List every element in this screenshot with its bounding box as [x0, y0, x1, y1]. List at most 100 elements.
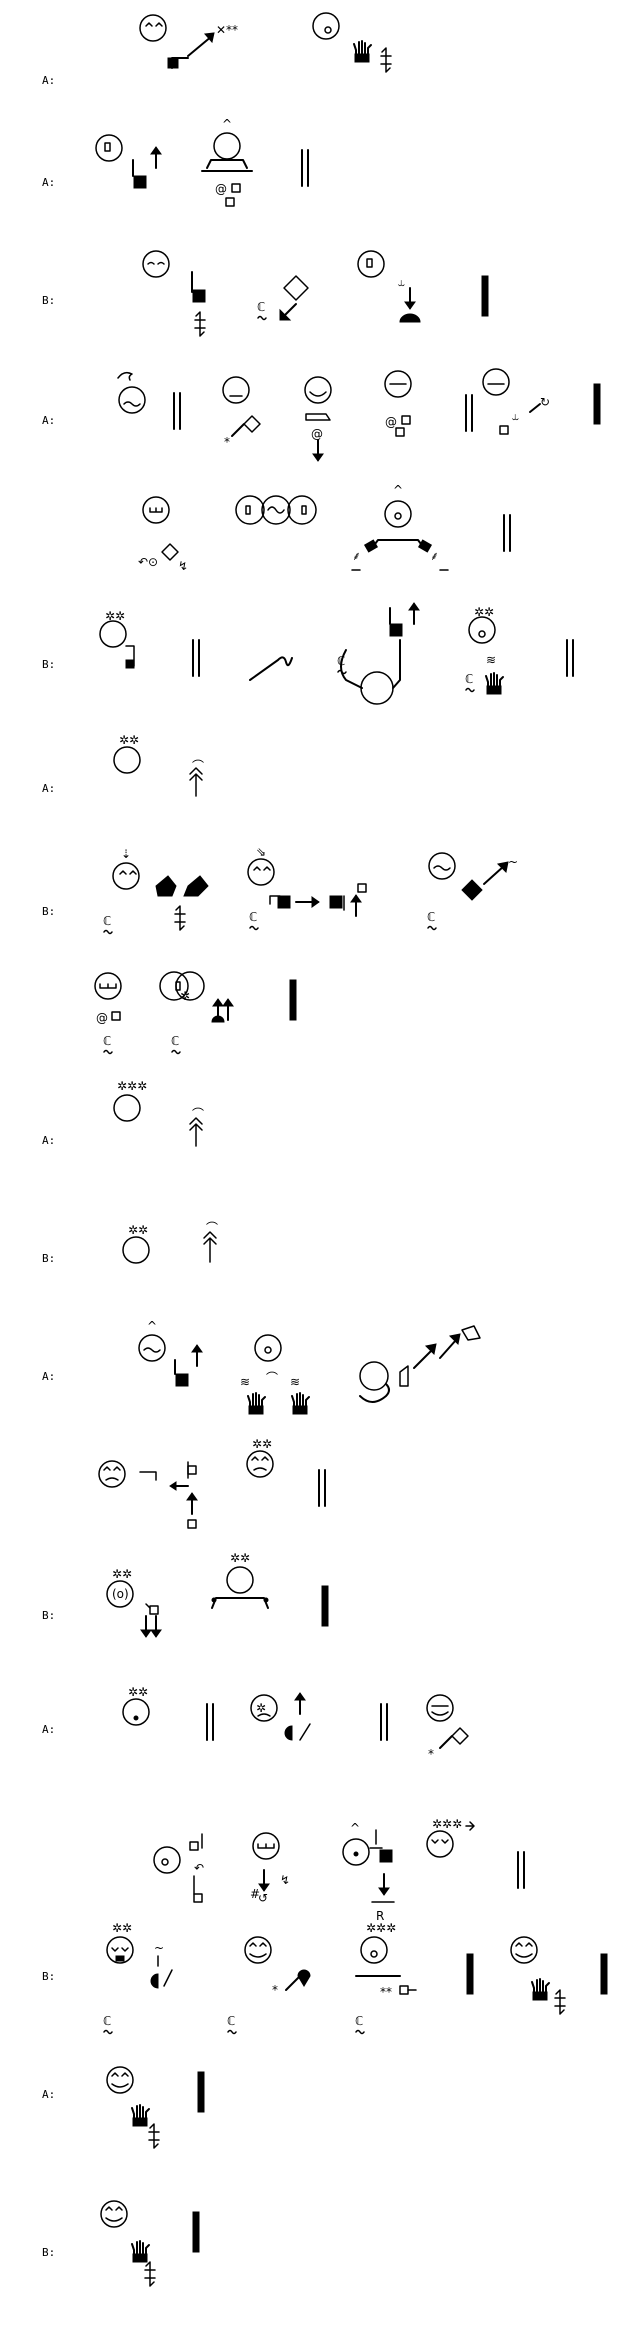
head-icon — [244, 1936, 272, 1964]
square-marker-icon — [167, 57, 179, 69]
head-icon — [113, 746, 141, 774]
speaker-label: B: — [42, 1970, 56, 1983]
sign-row-12: ^ ≋ ≋ ⌒ — [138, 1319, 481, 1415]
head-icon — [213, 132, 241, 160]
hand-icon — [150, 1973, 159, 1989]
hand-icon — [461, 879, 483, 901]
head-icon — [510, 1936, 538, 1964]
speaker-label: B: — [42, 1252, 56, 1265]
sentence-bar-icon — [481, 275, 489, 317]
movement-arrow-icon — [144, 2261, 156, 2287]
sentence-bar-icon — [465, 394, 473, 432]
hand-icon — [131, 2240, 150, 2263]
contact-mark-icon: * — [272, 1983, 278, 1997]
contact-mark-icon: ≋ — [486, 653, 496, 667]
sentence-bar-icon — [192, 2211, 200, 2253]
sign-row-3: ⥿ — [142, 250, 489, 337]
movement-arrow-icon — [295, 896, 320, 908]
contact-mark-icon: ⇣ — [121, 847, 131, 861]
square-marker-icon — [329, 895, 343, 909]
movement-arrow-icon — [174, 905, 186, 931]
speaker-label: A: — [42, 74, 56, 87]
hand-icon — [399, 313, 421, 323]
sentence-bar-icon — [593, 383, 601, 425]
head-icon — [122, 1236, 150, 1264]
square-marker-icon — [149, 1605, 159, 1615]
contact-mark-icon — [354, 2013, 365, 2035]
sign-row-14: ✲✲ (o) ✲✲ — [106, 1551, 329, 1638]
contact-mark-icon: ✲✲ — [474, 605, 494, 619]
hand-icon — [243, 415, 261, 433]
contact-mark-icon: ✲ — [256, 1701, 266, 1715]
contact-mark-icon: ↻ — [540, 395, 550, 409]
square-marker-icon — [187, 1465, 197, 1475]
speaker-label: B: — [42, 2246, 56, 2259]
sentence-bar-icon — [192, 639, 200, 677]
sign-row-4: * @ @ ⥿ ↻ — [117, 368, 601, 462]
contact-mark-icon: ⌒ — [266, 1371, 278, 1385]
square-marker-icon — [499, 425, 509, 435]
square-marker-icon — [277, 895, 291, 909]
sentence-bar-icon — [566, 639, 574, 677]
contact-mark-icon: # — [250, 1887, 260, 1901]
movement-arrow-icon: ↯ — [178, 559, 188, 573]
movement-arrow-icon — [189, 1117, 203, 1147]
head-icon — [261, 495, 291, 525]
head-icon — [142, 250, 170, 278]
contact-mark-icon: ~ — [508, 855, 518, 869]
movement-arrow-icon — [148, 2123, 160, 2149]
head-icon — [384, 500, 412, 528]
contact-mark-icon: ⥿ — [397, 275, 405, 289]
speaker-label: A: — [42, 176, 56, 189]
movement-arrow-icon — [187, 35, 213, 57]
head-icon — [360, 1936, 388, 1964]
contact-mark-icon — [102, 913, 113, 935]
contact-mark-icon: ** — [380, 1985, 392, 1999]
head-icon — [428, 852, 456, 880]
arrowhead-icon — [203, 32, 215, 44]
head-icon — [468, 616, 496, 644]
sentence-bar-icon — [466, 1953, 474, 1995]
movement-arrow-icon — [404, 287, 416, 310]
sentence-bar-icon — [503, 514, 511, 552]
hand-icon — [161, 543, 179, 561]
movement-arrow-icon — [294, 1692, 306, 1715]
contact-mark-icon — [226, 2013, 237, 2035]
movement-arrow-icon — [191, 1344, 203, 1367]
hand-icon: ⸙ — [430, 549, 439, 563]
contact-mark-icon: ✲ — [180, 989, 190, 1003]
movement-arrow-icon — [350, 894, 362, 917]
head-icon — [287, 495, 317, 525]
sign-row-17: ✲✲ ~ * ✲✲✲ ** — [102, 1921, 608, 2035]
contact-mark-icon: ✲✲✲ — [366, 1921, 396, 1935]
sign-row-15: ✲✲ ✲ * — [122, 1685, 469, 1761]
head-icon — [426, 1830, 454, 1858]
contact-mark-icon: ✲✲ — [112, 1921, 132, 1935]
sign-row-2: ^ @ — [95, 117, 309, 207]
head-icon — [99, 620, 127, 648]
hand-icon — [131, 2104, 150, 2127]
square-marker-icon — [125, 659, 135, 669]
contact-mark-icon: @ — [96, 1011, 108, 1025]
sentence-bar-icon — [380, 1703, 388, 1741]
square-marker-icon — [189, 1841, 199, 1851]
movement-arrow-icon — [231, 423, 245, 437]
head-icon — [106, 2066, 134, 2094]
head-icon — [235, 495, 265, 525]
head-icon — [426, 1694, 454, 1722]
mouth-icon — [324, 26, 332, 34]
hand-icon: R — [376, 1909, 384, 1923]
head-icon — [95, 134, 123, 162]
movement-arrow-icon — [194, 311, 206, 337]
movement-arrow-icon — [189, 767, 203, 797]
contact-mark-icon: ✲✲ — [128, 1685, 148, 1699]
contact-mark-icon: ~ — [154, 1941, 164, 1955]
speaker-label: A: — [42, 1370, 56, 1383]
contact-mark-icon: ✲✲ — [252, 1437, 272, 1451]
hand-icon — [247, 1392, 266, 1415]
hand-icon — [485, 672, 504, 695]
contact-mark-icon: ✲✲ — [230, 1551, 250, 1565]
speaker-label: A: — [42, 2088, 56, 2101]
sign-row-11: ✲✲ ⌒ — [122, 1221, 218, 1264]
